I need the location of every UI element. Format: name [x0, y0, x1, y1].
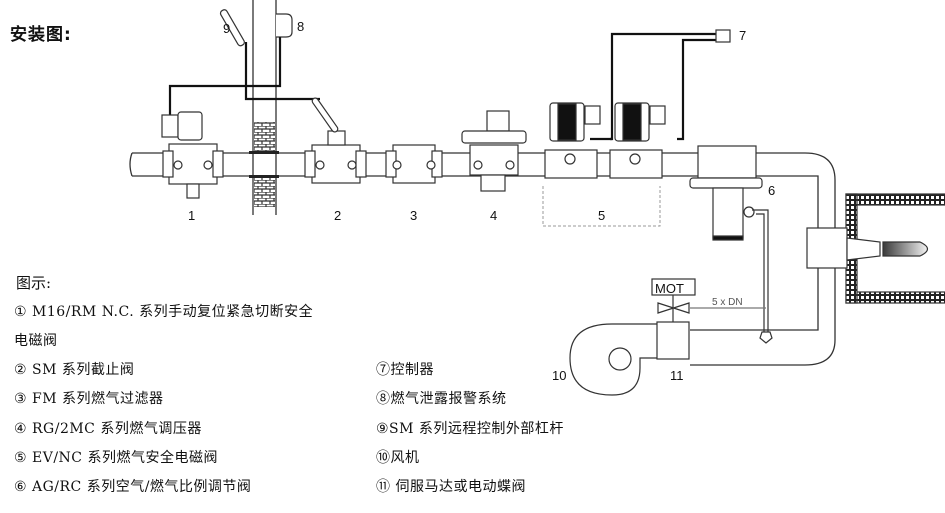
legend-item-8: ⑧燃气泄露报警系统	[376, 391, 507, 407]
legend-item-6: ⑥ AG/RC 系列空气/燃气比例调节阀	[14, 479, 252, 495]
callout-6: 6	[768, 183, 775, 198]
callout-9: 9	[223, 21, 230, 36]
legend-item-1-cont: 电磁阀	[14, 333, 58, 349]
callout-11: 11	[670, 368, 684, 383]
legend-title: 图示:	[16, 274, 52, 292]
legend-item-7: ⑦控制器	[376, 362, 434, 378]
impulse-line	[752, 209, 773, 344]
wall-column	[249, 0, 279, 215]
gas-leak-detector	[276, 13, 293, 38]
controller-box	[715, 29, 731, 43]
valve-1-m16	[161, 111, 224, 199]
group-5-bracket	[542, 186, 661, 227]
legend-item-4: ④ RG/2MC 系列燃气调压器	[14, 421, 202, 437]
page-title: 安装图:	[10, 25, 72, 45]
filter-3-fm	[385, 144, 443, 184]
burner	[806, 193, 945, 304]
legend-item-3: ③ FM 系列燃气过滤器	[14, 391, 164, 407]
callout-3: 3	[410, 208, 417, 223]
mot-label: MOT	[655, 281, 684, 296]
legend-item-2: ② SM 系列截止阀	[14, 362, 135, 378]
valve-2-sm	[304, 97, 367, 184]
control-wires	[168, 32, 720, 141]
callout-10: 10	[552, 368, 566, 383]
legend-item-1: ① M16/RM N.C. 系列手动复位紧急切断安全	[14, 304, 314, 320]
callout-4: 4	[490, 208, 497, 223]
legend-item-10: ⑩风机	[376, 450, 420, 466]
legend-item-5: ⑤ EV/NC 系列燃气安全电磁阀	[14, 450, 218, 466]
fan-10	[569, 323, 660, 396]
regulator-4-rg	[461, 110, 527, 192]
callout-5: 5	[598, 208, 605, 223]
solenoid-valves-5	[544, 102, 666, 179]
legend-item-11: ⑪ 伺服马达或电动蝶阀	[376, 479, 526, 495]
distance-label: 5 x DN	[712, 297, 743, 308]
callout-2: 2	[334, 208, 341, 223]
remote-lever	[219, 9, 245, 47]
legend-item-9: ⑨SM 系列远程控制外部杠杆	[376, 421, 564, 437]
ratio-valve-6-ag	[689, 145, 763, 241]
air-damper-11	[651, 278, 766, 360]
callout-8: 8	[297, 19, 304, 34]
callout-1: 1	[188, 208, 195, 223]
callout-7: 7	[739, 28, 746, 43]
